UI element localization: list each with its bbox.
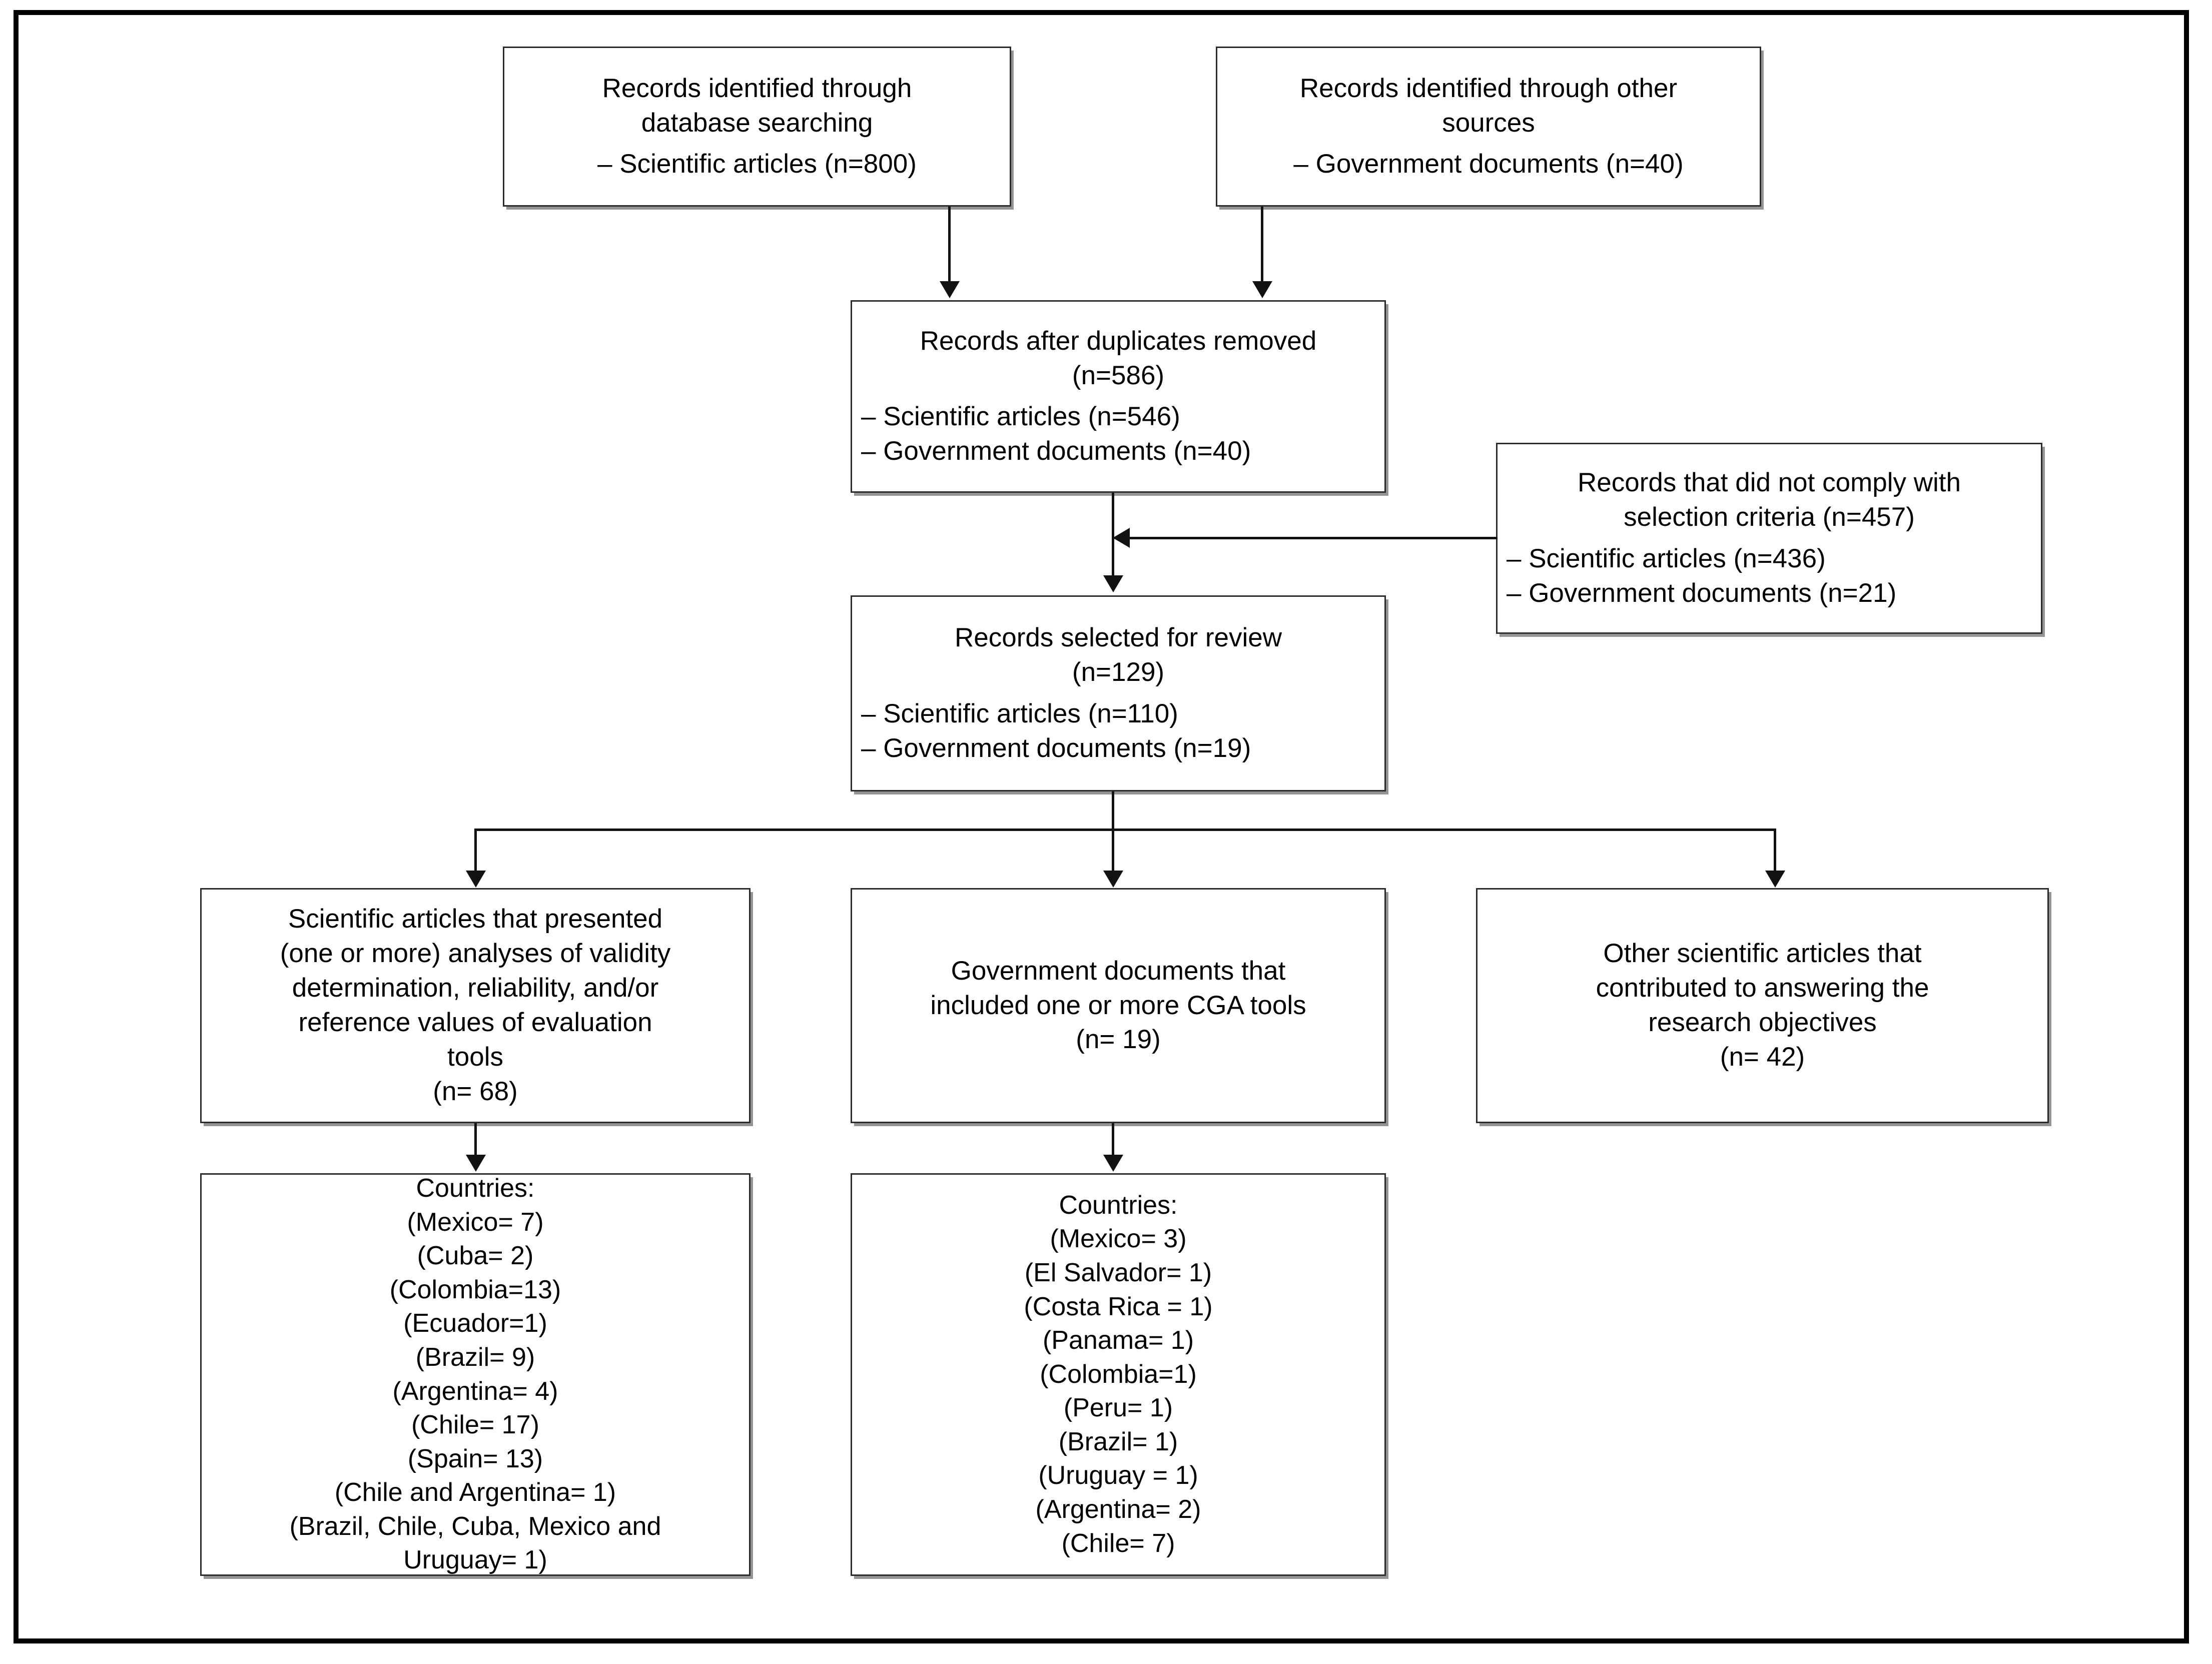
arrowhead-db-search-to-duplicates: [940, 281, 960, 298]
connector-branch-right: [1774, 828, 1776, 874]
db-search-title-line1: Records identified through: [602, 73, 912, 103]
duplicates-item-government-documents: – Government documents (n=40): [861, 436, 1251, 466]
countries-documents-item: (Panama= 1): [1042, 1326, 1194, 1355]
duplicates-title-line1: Records after duplicates removed: [920, 326, 1317, 356]
countries-articles-item: (Argentina= 4): [392, 1376, 558, 1406]
selected-item-government-documents: – Government documents (n=19): [861, 733, 1251, 763]
countries-documents-item: (Chile= 7): [1061, 1528, 1175, 1558]
box-countries-scientific-articles: Countries: (Mexico= 7) (Cuba= 2) (Colomb…: [200, 1173, 751, 1576]
box-government-documents-cga-tools: Government documents that included one o…: [851, 888, 1386, 1123]
other-articles-line3: research objectives: [1648, 1008, 1877, 1037]
countries-documents-item: (Mexico= 3): [1050, 1224, 1187, 1254]
gov-cga-line2: included one or more CGA tools: [930, 990, 1306, 1020]
countries-documents-item: (Uruguay = 1): [1038, 1461, 1198, 1490]
other-articles-line1: Other scientific articles that: [1603, 939, 1922, 969]
countries-articles-item: (Chile= 17): [411, 1410, 539, 1440]
countries-documents-item: (Argentina= 2): [1035, 1495, 1201, 1524]
countries-articles-item: (Spain= 13): [407, 1444, 543, 1473]
duplicates-item-scientific-articles: – Scientific articles (n=546): [861, 402, 1180, 432]
countries-documents-item: (Peru= 1): [1063, 1393, 1173, 1423]
validity-line2: (one or more) analyses of validity: [280, 939, 671, 969]
arrowhead-branch-right: [1765, 871, 1785, 888]
countries-documents-heading: Countries:: [1059, 1190, 1178, 1220]
validity-line5: tools: [447, 1042, 503, 1072]
outer-frame-border: [14, 10, 2189, 1643]
selected-item-scientific-articles: – Scientific articles (n=110): [861, 698, 1178, 728]
box-records-other-sources: Records identified through other sources…: [1216, 47, 1761, 207]
other-sources-title-line1: Records identified through other: [1299, 73, 1678, 103]
not-comply-title-line2: selection criteria (n=457): [1624, 502, 1915, 532]
db-search-item-scientific-articles: – Scientific articles (n=800): [597, 149, 917, 179]
selected-title-line1: Records selected for review: [955, 623, 1282, 653]
connector-db-search-to-duplicates: [948, 207, 951, 284]
not-comply-title-line1: Records that did not comply with: [1578, 468, 1961, 498]
box-scientific-articles-validity-analyses: Scientific articles that presented (one …: [200, 888, 751, 1123]
arrowhead-duplicates-to-selected: [1103, 575, 1123, 592]
connector-validity-to-countries: [474, 1123, 477, 1157]
arrowhead-branch-left: [466, 871, 486, 888]
countries-articles-item: (Brazil= 9): [415, 1342, 535, 1372]
countries-articles-item: (Mexico= 7): [407, 1207, 544, 1237]
selected-title-line2: (n=129): [1072, 657, 1165, 687]
validity-count: (n= 68): [433, 1076, 518, 1106]
validity-line1: Scientific articles that presented: [288, 904, 663, 934]
validity-line4: reference values of evaluation: [298, 1008, 652, 1037]
box-records-selected-for-review: Records selected for review (n=129) – Sc…: [851, 595, 1386, 791]
countries-documents-item: (Colombia=1): [1040, 1359, 1197, 1389]
validity-line3: determination, reliability, and/or: [292, 973, 659, 1003]
duplicates-title-line2: (n=586): [1072, 360, 1165, 390]
connector-gov-cga-to-countries: [1112, 1123, 1114, 1157]
countries-articles-heading: Countries:: [416, 1173, 535, 1203]
countries-documents-item: (El Salvador= 1): [1024, 1258, 1212, 1287]
connector-not-comply-to-flow: [1130, 537, 1498, 539]
gov-cga-line1: Government documents that: [951, 956, 1286, 986]
box-countries-government-documents: Countries: (Mexico= 3) (El Salvador= 1) …: [851, 1173, 1386, 1576]
countries-documents-item: (Brazil= 1): [1058, 1427, 1178, 1456]
not-comply-item-scientific-articles: – Scientific articles (n=436): [1507, 543, 1826, 573]
arrowhead-other-sources-to-duplicates: [1252, 281, 1272, 298]
countries-articles-item: (Ecuador=1): [403, 1309, 547, 1338]
other-sources-item-government-documents: – Government documents (n=40): [1293, 149, 1684, 179]
other-sources-title-line2: sources: [1442, 108, 1535, 138]
box-records-after-duplicates-removed: Records after duplicates removed (n=586)…: [851, 300, 1386, 493]
arrowhead-not-comply-to-flow: [1113, 528, 1130, 548]
countries-articles-item: (Chile and Argentina= 1): [334, 1478, 616, 1507]
connector-selected-trunk: [1112, 791, 1114, 830]
connector-branch-left: [474, 828, 477, 874]
countries-articles-item: Uruguay= 1): [403, 1545, 547, 1575]
countries-articles-item: (Cuba= 2): [417, 1241, 534, 1271]
box-other-scientific-articles: Other scientific articles that contribut…: [1476, 888, 2049, 1123]
arrowhead-gov-cga-to-countries: [1103, 1155, 1123, 1172]
not-comply-item-government-documents: – Government documents (n=21): [1507, 578, 1897, 608]
connector-branch-middle: [1112, 828, 1114, 874]
connector-other-sources-to-duplicates: [1261, 207, 1263, 284]
other-articles-line2: contributed to answering the: [1596, 973, 1929, 1003]
db-search-title-line2: database searching: [641, 108, 873, 138]
countries-documents-item: (Costa Rica = 1): [1024, 1292, 1213, 1321]
box-records-database-searching: Records identified through database sear…: [503, 47, 1011, 207]
arrowhead-validity-to-countries: [466, 1155, 486, 1172]
arrowhead-branch-middle: [1103, 871, 1123, 888]
countries-articles-item: (Colombia=13): [389, 1275, 561, 1304]
countries-articles-item: (Brazil, Chile, Cuba, Mexico and: [289, 1511, 661, 1541]
gov-cga-count: (n= 19): [1076, 1025, 1161, 1055]
other-articles-count: (n= 42): [1720, 1042, 1805, 1072]
connector-branch-bus: [475, 828, 1776, 831]
box-records-not-comply-selection-criteria: Records that did not comply with selecti…: [1496, 443, 2042, 634]
